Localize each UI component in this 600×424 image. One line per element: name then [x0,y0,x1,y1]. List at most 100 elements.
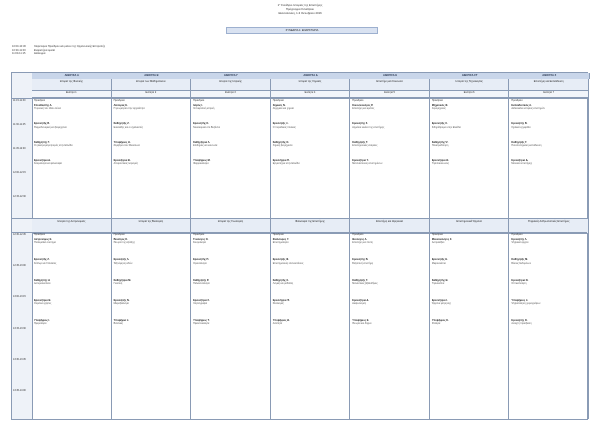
presenter-name: Ερευνήτρια Π. [272,158,290,162]
session-chair: Προεδρείο [352,233,364,236]
presenter-name: Καθηγητής Ρ. [193,278,209,282]
session-chair: Προεδρείο [431,99,443,102]
presenter-name: Υποψήφιος Ε. [352,319,370,323]
presenter-name: Ερευνητής Η. [431,258,448,262]
presentation-title: Θερμοδυναμική και βιομηχανία [34,125,67,129]
header-line-1: 1° Συνέδριο Ιστορίας της Επιστήμης [277,3,323,7]
presentation-entry: Ερευνήτρια Δ.Κοσμολογία και φιλοσοφία [34,159,109,165]
presentation-entry: Σπουδαστής Α.Η φυσική του 19ου αιώνα [34,104,109,110]
session-chair: Προεδρείο [511,99,523,102]
session-subtheme: Ενότητα 2 [111,91,192,98]
presentation-title: Ο ηλεκτρομαγνητισμός στην Ελλάδα [34,143,73,147]
mid-session-theme: Φιλοσοφία της Επιστήμης [271,219,351,233]
presentation-title: Αστεροσκοπεία [34,281,51,285]
presentation-title: Διδασκαλία ιστορίας επιστημών [511,107,545,111]
presentation-title: Φαρμακολογία [193,162,209,166]
session-chair: Προεδρείο [511,233,523,236]
presentation-entry: Ερευνητής Σ.Δημόσια εικόνα της επιστήμης [352,122,427,128]
presentation-entry: Υποψήφιος Ι.Ημερολόγια [34,319,109,325]
presenter-name: Ερευνήτρια Δ. [34,158,51,162]
presentation-title: Πανεπιστημιακή εκπαίδευση [511,143,542,147]
presentation-entry: Φιλόσοφος Υ.Επιστημολογία [273,238,348,244]
presenter-name: Ερευνητής Β. [352,258,369,262]
presenter-name: Ερευνητής Χ. [431,122,448,126]
announcement-time: 10:30-11:00 [12,48,26,52]
presentation-entry: Μουσειολόγος Ζ.Αστρολάβοι [432,238,507,244]
presentation-title: Ψηφιακά αρχεία [511,241,529,245]
presenter-name: Καθηγητής Ψ. [431,140,449,144]
presentation-title: Επιδημίες και κοινωνία [193,143,218,147]
presentation-title: Πτολεμαϊκό σύστημα [34,241,56,245]
session-theme: Επιστήμη και Κοινωνία [350,79,430,91]
session-chair: Προεδρείο [34,233,46,236]
presentation-title: Ημερολόγια [34,322,47,326]
time-column [12,73,33,419]
session-subtheme: Ενότητα 3 [191,91,271,98]
presentation-entry: Γεωλόγος Ο.Σεισμολογία [193,238,268,244]
presentation-entry: Ερευνήτρια Θ.Απειροστικός λογισμός [114,159,189,165]
presenter-name: Υποψήφιος Ξ. [511,298,529,302]
presenter-name: Αστρονόμος Ε. [34,238,53,242]
presenter-name: Βιολόγος Κ. [113,238,128,242]
time-slot-label: 13:30-13:45 [13,357,26,361]
announcement-row: 10:30-11:00 Εναρκτήρια ομιλία [12,49,312,53]
session-theme: Ιστορία της Τεχνολογίας [429,79,510,91]
presenter-name: Κοινωνιολόγος Ρ. [352,104,374,108]
presentation-title: Επιστήμη και κράτος [352,107,375,111]
presenter-name: Ερευνήτρια Δ. [511,158,529,162]
presenter-name: Ερευνητής Σ. [352,122,368,126]
presentation-title: Βοτανική [113,322,123,326]
presenter-name: Ερευνήτρια Ω. [431,158,449,162]
mid-session-theme: Ιστορία της Βιολογίας [112,219,192,233]
presentation-title: Αλχημεία και χημεία [272,107,294,111]
presentation-entry: Καθηγητής Γ.Μοναστικές βιβλιοθήκες [352,279,427,285]
presentation-title: Εργαστήρια στην Ελλάδα [272,162,300,166]
presentation-entry: Υποψήφιος Τ.Ηφαιστειολογία [193,319,268,325]
presentation-entry: Υποψήφιος Κ.Ρολόγια [432,319,507,325]
mid-session-theme: Ψηφιακές Ανθρωπιστικές Επιστήμες [509,219,589,233]
session-subtheme: Ενότητα 5 [350,91,430,98]
presentation-entry: Ερευνήτρια Θ.Ουράνιοι χάρτες [34,299,109,305]
session-chair: Προεδρείο [431,233,443,236]
presenter-name: Ερευνητής Β. [511,122,528,126]
presentation-title: Βυζαντινή επιστήμη [352,261,374,265]
presentation-title: Μικροβιολογία [113,302,129,306]
presentation-entry: Καθηγητής Χ.Λογική και μέθοδος [273,279,348,285]
presentation-title: Ηλεκτροδότηση [431,143,449,147]
presentation-entry: Υποψήφιος Μ.Φαρμακολογία [193,159,268,165]
room-header: ΑΙΘΟΥΣΑ Ζ [509,73,590,79]
presenter-name: Καθηγήτρια Μ. [113,278,132,282]
header-line-3: Θεσσαλονίκη, 1-3 Οκτωβρίου 2016 [278,11,322,15]
presentation-title: Η γεωμετρία στην αρχαιότητα [113,107,145,111]
presentation-entry: Ερευνητής Η.Μικροσκόπια [432,258,507,264]
presenter-name: Ερευνητής Ο. [511,319,528,323]
presentation-title: Τηλεσκόπια [431,281,445,285]
presentation-title: Θεωρία της εξέλιξης [113,241,135,245]
session-theme: Ιστορία της Χημείας [270,79,351,91]
mid-session-theme: Ιστορία της Αστρονομίας [32,219,112,233]
announcement-text: Εναρκτήρια ομιλία [34,48,55,52]
presentation-title: Βάσεις δεδομένων [511,261,532,265]
session-theme: Ιστορία των Μαθηματικών [111,79,192,91]
mid-session-theme: Επιστημονικά Όργανα [430,219,510,233]
row-separator [12,218,587,219]
presenter-name: Υποψήφιος Τ. [193,319,210,323]
session-theme: Ιστορία της Φυσικής [32,79,112,91]
page-header: 1° Συνέδριο Ιστορίας της Επιστήμης Πρόγρ… [0,3,600,15]
plenary-session-bar: ΣΥΝΕΔΡΙΑ 1: ΕΝΑΡΚΤΗΡΙΑ [226,27,378,34]
presentation-title: Ταξινόμηση ειδών [113,261,133,265]
session-theme: Επιστήμη και Εκπαίδευση [509,79,589,91]
row-separator [12,98,587,99]
time-slot-label: 11:30-11:45 [13,123,26,126]
presenter-name: Θεολόγος Α. [352,238,368,242]
presentation-entry: Καθηγητής Τ.Επιστημονικές εταιρείες [352,141,427,147]
presentation-entry: Μηχανικός Φ.Ατμομηχανές [432,104,507,110]
presenter-name: Υποψήφιος Κ. [431,319,449,323]
presentation-title: Μετανάστευση επιστημόνων [352,162,383,166]
